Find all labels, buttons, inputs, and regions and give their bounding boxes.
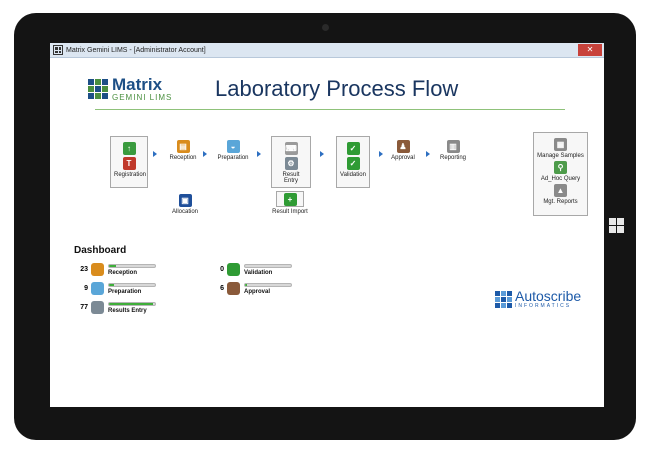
dashboard-title: Dashboard — [74, 245, 127, 256]
dashboard-item[interactable]: 9 Preparation — [74, 282, 156, 295]
dashboard-item[interactable]: 6 Approval — [210, 282, 292, 295]
title-bar: Matrix Gemini LIMS - [Administrator Acco… — [50, 43, 604, 58]
metric-label: Approval — [244, 288, 271, 295]
flow-manage-samples[interactable]: ▦ Manage Samples — [537, 138, 584, 159]
arrow-icon — [153, 151, 157, 157]
flow-reception-label: Reception — [169, 155, 197, 161]
check-icon — [227, 263, 240, 276]
chart-icon: ▲ — [554, 184, 567, 197]
report-icon: ▥ — [446, 140, 460, 153]
flask-icon: ◒ — [226, 140, 240, 153]
flow-reporting-label: Reporting — [439, 155, 466, 161]
arrow-icon — [257, 151, 261, 157]
title-divider — [95, 109, 565, 110]
progress-bar — [108, 282, 156, 287]
allocation-icon: ▣ — [178, 194, 192, 207]
settings-icon: ⚙ — [284, 157, 298, 170]
page-title: Laboratory Process Flow — [215, 76, 459, 101]
window-title: Matrix Gemini LIMS - [Administrator Acco… — [66, 46, 206, 54]
logo-name: Matrix — [112, 75, 163, 94]
progress-bar — [244, 282, 292, 287]
metric-count: 0 — [220, 266, 224, 273]
arrow-icon — [320, 151, 324, 157]
check-icon: ✓ — [346, 157, 360, 170]
manage-samples-label: Manage Samples — [537, 153, 584, 159]
close-button[interactable]: ✕ — [578, 44, 602, 56]
approver-icon — [227, 282, 240, 295]
progress-bar — [244, 263, 292, 268]
metric-label: Preparation — [108, 288, 142, 295]
progress-bar — [108, 301, 156, 306]
tools-panel: ▦ Manage Samples ⚲ Ad_Hoc Query ▲ Mgt. R… — [533, 132, 588, 216]
result-import-label: Result Import — [272, 209, 308, 215]
flask-icon — [91, 282, 104, 295]
samples-icon: ▦ — [554, 138, 567, 151]
metric-label: Reception — [108, 269, 138, 276]
autoscribe-logo: Autoscribe INFORMATICS — [495, 289, 581, 309]
windows-logo-icon[interactable] — [609, 218, 625, 234]
flow-validation[interactable]: ✓ ✓ Validation — [336, 136, 370, 188]
autoscribe-mark-icon — [495, 290, 512, 308]
keyboard-icon: ⌨ — [284, 142, 298, 155]
flow-reporting[interactable]: ▥ Reporting — [434, 138, 472, 161]
metric-label: Validation — [244, 269, 273, 276]
flow-approval-label: Approval — [391, 155, 415, 161]
flow-registration-label: Registration — [114, 172, 147, 178]
arrow-icon — [426, 151, 430, 157]
flow-allocation[interactable]: ▣ Allocation — [170, 192, 200, 215]
register-icon: ↑ — [122, 142, 136, 155]
settings-icon — [91, 301, 104, 314]
camera-icon — [322, 24, 329, 31]
progress-bar — [108, 263, 156, 268]
brand-name: Autoscribe — [515, 288, 582, 304]
metric-count: 6 — [220, 285, 224, 292]
reception-icon — [91, 263, 104, 276]
metric-count: 77 — [80, 304, 88, 311]
flow-preparation-label: Preparation — [217, 155, 249, 161]
app-icon — [53, 45, 63, 55]
dashboard-item[interactable]: 23 Reception — [74, 263, 156, 276]
logo-sub: GEMINI LIMS — [112, 93, 173, 102]
flow-registration[interactable]: ↑ T Registration — [110, 136, 148, 188]
flow-result-import[interactable]: + — [276, 191, 304, 207]
app-window: Matrix Gemini LIMS - [Administrator Acco… — [50, 43, 604, 407]
metric-count: 23 — [80, 266, 88, 273]
flow-preparation[interactable]: ◒ Preparation — [210, 138, 256, 161]
arrow-icon — [379, 151, 383, 157]
dashboard-item[interactable]: 77 Results Entry — [74, 301, 156, 314]
metric-label: Results Entry — [108, 307, 147, 314]
arrow-icon — [203, 151, 207, 157]
flow-result-entry-label: Result Entry — [282, 172, 300, 184]
flow-approval[interactable]: ♟ Approval — [386, 138, 420, 161]
flow-adhoc-query[interactable]: ⚲ Ad_Hoc Query — [537, 161, 584, 182]
flow-allocation-label: Allocation — [171, 209, 198, 215]
reception-icon: ▤ — [176, 140, 190, 153]
approver-icon: ♟ — [396, 140, 410, 153]
flow-mgt-reports[interactable]: ▲ Mgt. Reports — [537, 184, 584, 205]
logo-mark-icon — [88, 79, 108, 99]
matrix-logo: Matrix GEMINI LIMS — [88, 76, 172, 102]
brand-sub: INFORMATICS — [515, 303, 572, 309]
flow-result-entry[interactable]: ⌨ ⚙ Result Entry — [271, 136, 311, 188]
query-icon: ⚲ — [554, 161, 567, 174]
flow-reception[interactable]: ▤ Reception — [162, 138, 204, 161]
test-icon: T — [122, 157, 136, 170]
flow-validation-label: Validation — [340, 172, 366, 178]
metric-count: 9 — [84, 285, 88, 292]
import-icon: + — [283, 193, 297, 206]
mgt-reports-label: Mgt. Reports — [543, 199, 578, 205]
adhoc-query-label: Ad_Hoc Query — [540, 176, 581, 182]
dashboard-item[interactable]: 0 Validation — [210, 263, 292, 276]
check-icon: ✓ — [346, 142, 360, 155]
